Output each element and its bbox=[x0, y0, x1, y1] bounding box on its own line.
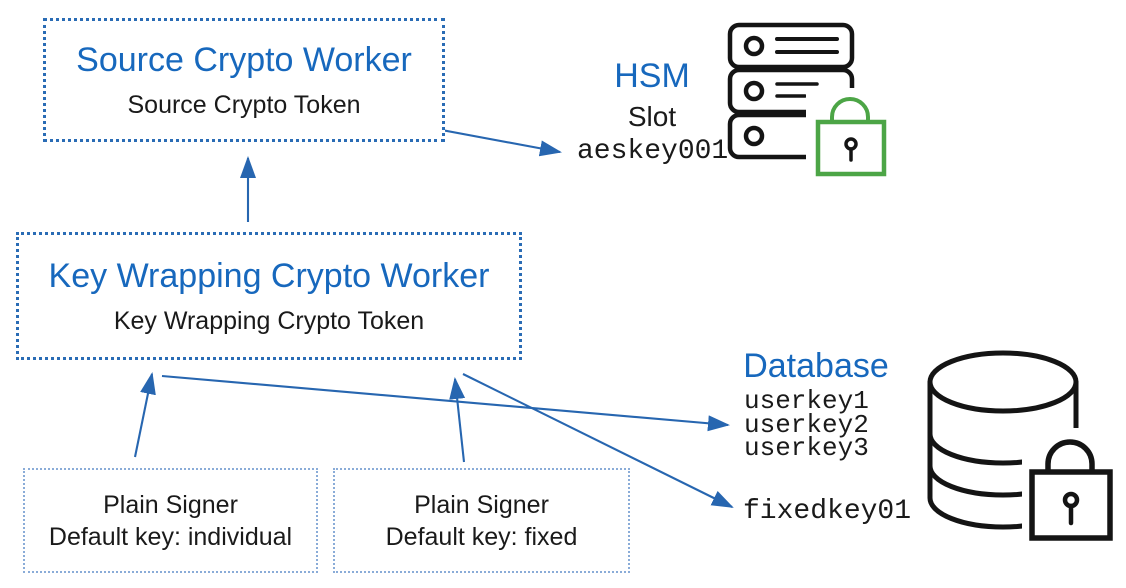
plain-signer-individual-title: Plain Signer bbox=[103, 490, 238, 519]
database-userkey1: userkey1 bbox=[744, 386, 869, 416]
source-crypto-worker-box: Source Crypto Worker Source Crypto Token bbox=[43, 18, 445, 142]
database-userkey2: userkey2 bbox=[744, 409, 869, 440]
plain-signer-individual-default-key: Default key: individual bbox=[48, 522, 293, 551]
source-worker-token: Source Crypto Token bbox=[127, 91, 361, 120]
key-wrapping-worker-token: Key Wrapping Crypto Token bbox=[113, 307, 425, 336]
database-user-keys: userkey1 userkey2 userkey3 bbox=[744, 386, 869, 463]
plain-signer-fixed-default-key: Default key: fixed bbox=[385, 522, 578, 551]
hsm-slot-label: Slot bbox=[627, 101, 677, 132]
database-title: Database bbox=[743, 347, 889, 385]
arrow-ps-fixed-to-kw bbox=[449, 377, 466, 463]
database-userkey3: userkey3 bbox=[744, 433, 869, 463]
database-fixed-key: fixedkey01 bbox=[743, 496, 912, 527]
arrow-ps-individual-to-kw bbox=[133, 372, 156, 458]
black-padlock-icon bbox=[1022, 428, 1118, 546]
source-worker-title: Source Crypto Worker bbox=[76, 40, 412, 79]
key-wrapping-crypto-worker-box: Key Wrapping Crypto Worker Key Wrapping … bbox=[16, 232, 522, 360]
arrow-kw-to-userkeys bbox=[161, 374, 730, 432]
plain-signer-fixed-title: Plain Signer bbox=[414, 490, 549, 519]
plain-signer-individual-box: Plain Signer Default key: individual bbox=[23, 468, 318, 573]
plain-signer-fixed-box: Plain Signer Default key: fixed bbox=[333, 468, 630, 573]
key-wrapping-worker-title: Key Wrapping Crypto Worker bbox=[48, 256, 490, 295]
hsm-key-name: aeskey001 bbox=[577, 136, 729, 167]
hsm-title: HSM bbox=[614, 57, 690, 95]
green-padlock-icon bbox=[806, 88, 894, 186]
